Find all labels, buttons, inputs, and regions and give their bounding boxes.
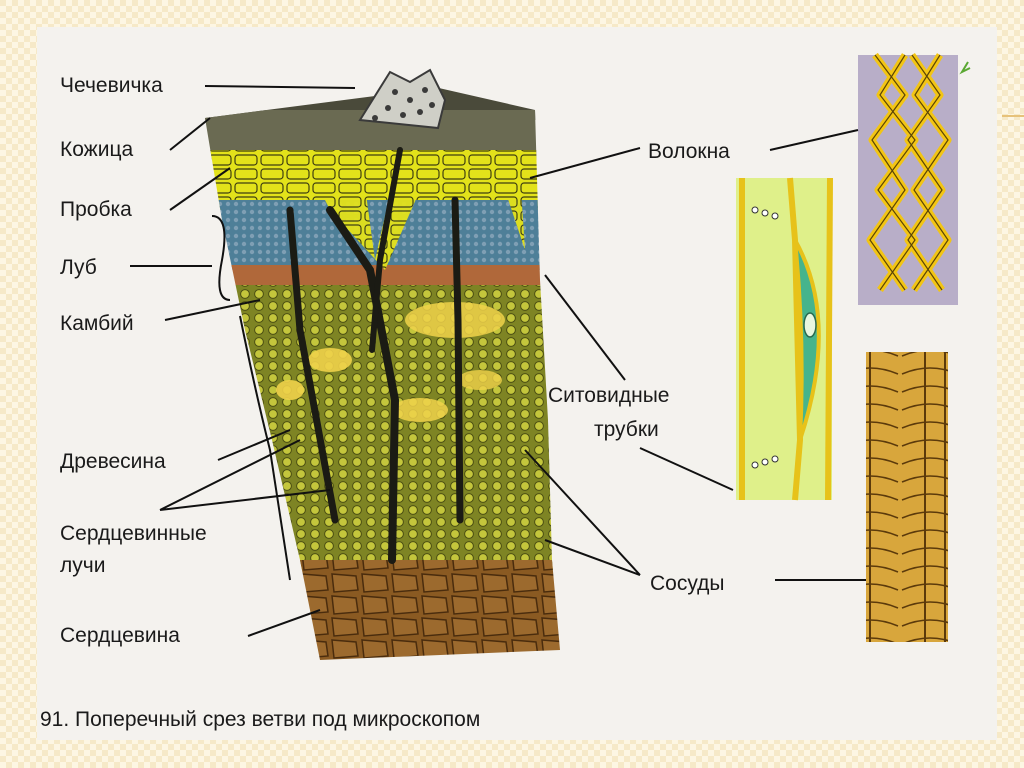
pith-layer: [180, 560, 580, 670]
fibers-detail: [858, 55, 970, 305]
label-wood: Древесина: [60, 450, 166, 473]
vessels-detail: [866, 352, 948, 642]
sieve-tubes-detail: [736, 178, 832, 500]
label-cambium: Камбий: [60, 312, 134, 335]
label-epidermis: Кожица: [60, 138, 133, 161]
label-medullary-rays-line2: лучи: [60, 554, 105, 577]
label-sieve-tubes-line1: Ситовидные: [548, 384, 669, 407]
label-lenticel: Чечевичка: [60, 74, 163, 97]
label-medullary-rays-line1: Сердцевинные: [60, 522, 207, 545]
label-pith: Сердцевина: [60, 624, 180, 647]
figure-caption: 91. Поперечный срез ветви под микроскопо…: [40, 708, 480, 731]
label-cork: Пробка: [60, 198, 132, 221]
label-vessels: Сосуды: [650, 572, 725, 595]
label-phloem: Луб: [60, 256, 97, 279]
label-fibers: Волокна: [648, 140, 730, 163]
label-sieve-tubes-line2: трубки: [594, 418, 659, 441]
section-wedge: [180, 80, 580, 670]
